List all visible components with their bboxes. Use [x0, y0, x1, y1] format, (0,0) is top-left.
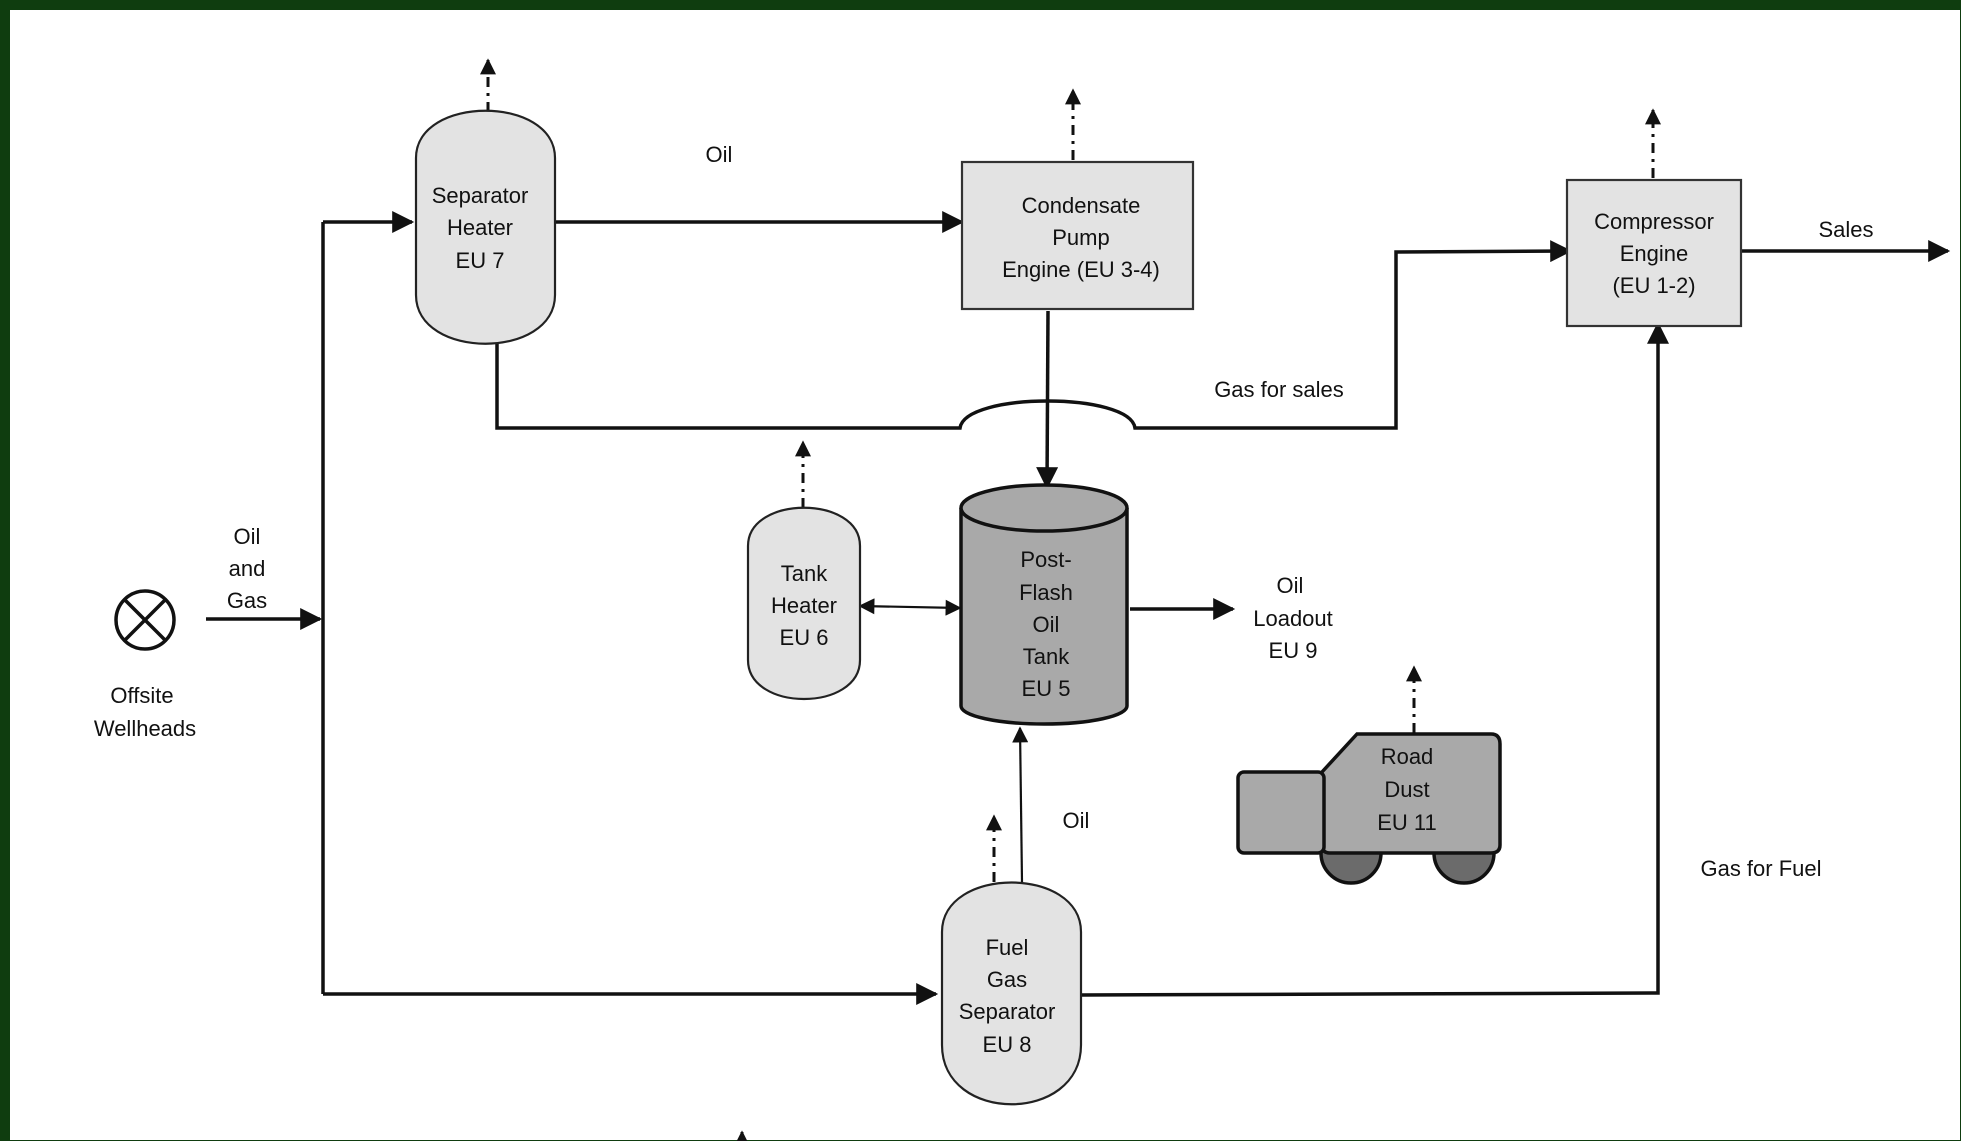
condensate-pump-label-1: Condensate [1022, 193, 1141, 218]
oil-tank-label-3: Oil [1033, 612, 1060, 637]
road-dust-label-3: EU 11 [1377, 810, 1437, 835]
tank-heater-label-3: EU 6 [780, 625, 829, 650]
oil-tank-label-2: Flash [1019, 580, 1073, 605]
oil-tank-top [959, 483, 1129, 533]
flow-tank-heater-link [858, 598, 962, 616]
separator-heater-label-3: EU 7 [456, 248, 505, 273]
compressor-label-2: Engine [1620, 241, 1689, 266]
tank-heater-label-1: Tank [781, 561, 828, 586]
tank-heater-vessel [746, 506, 862, 700]
road-dust-label-2: Dust [1384, 777, 1429, 802]
truck-cab [1236, 770, 1326, 855]
wellheads-label-2: Wellheads [94, 716, 196, 741]
oil-tank-label-5: EU 5 [1022, 676, 1071, 701]
condensate-pump-label-2: Pump [1052, 225, 1109, 250]
stream-label-gas-for-sales: Gas for sales [1214, 377, 1344, 402]
wellhead-valve-icon [114, 589, 176, 651]
fuel-gas-separator-label-1: Fuel [986, 935, 1029, 960]
compressor-label-1: Compressor [1594, 209, 1714, 234]
condensate-pump-label-3: Engine (EU 3-4) [1002, 257, 1160, 282]
stream-label-gas-for-fuel: Gas for Fuel [1700, 856, 1821, 881]
flow-oil-to-tank [1012, 726, 1029, 883]
flow-gas-for-fuel [1081, 321, 1669, 997]
fuel-gas-separator-label-3: Separator [959, 999, 1056, 1024]
stream-label-sales: Sales [1818, 217, 1873, 242]
stream-label-oil-and-gas-1: Oil [234, 524, 261, 549]
separator-heater-label-2: Heater [447, 215, 513, 240]
separator-heater-label-1: Separator [432, 183, 529, 208]
road-dust-label-1: Road [1381, 744, 1434, 769]
tank-heater-label-2: Heater [771, 593, 837, 618]
flow-pump-to-tank [1036, 310, 1059, 490]
stream-label-oil-and-gas-3: Gas [227, 588, 267, 613]
flow-gas-for-sales [495, 240, 1573, 430]
road-dust-truck [1236, 732, 1502, 885]
wellheads-label-1: Offsite [110, 683, 173, 708]
stream-label-oil-fuel-sep: Oil [1063, 808, 1090, 833]
fuel-gas-separator-vessel [940, 881, 1083, 1106]
oil-tank-label-1: Post- [1020, 547, 1071, 572]
separator-heater-vessel [414, 109, 557, 345]
oil-loadout-label-1: Oil [1277, 573, 1304, 598]
compressor-engine-box [1565, 178, 1743, 328]
condensate-pump-box [960, 160, 1195, 311]
oil-tank-body [959, 508, 1129, 726]
stream-label-oil-and-gas-2: and [229, 556, 266, 581]
oil-tank-label-4: Tank [1023, 644, 1070, 669]
oil-loadout-label-3: EU 9 [1269, 638, 1318, 663]
oil-loadout-label-2: Loadout [1253, 606, 1333, 631]
fuel-gas-separator-label-4: EU 8 [983, 1032, 1032, 1057]
stream-label-oil-top: Oil [706, 142, 733, 167]
compressor-label-3: (EU 1-2) [1612, 273, 1695, 298]
fuel-gas-separator-label-2: Gas [987, 967, 1027, 992]
